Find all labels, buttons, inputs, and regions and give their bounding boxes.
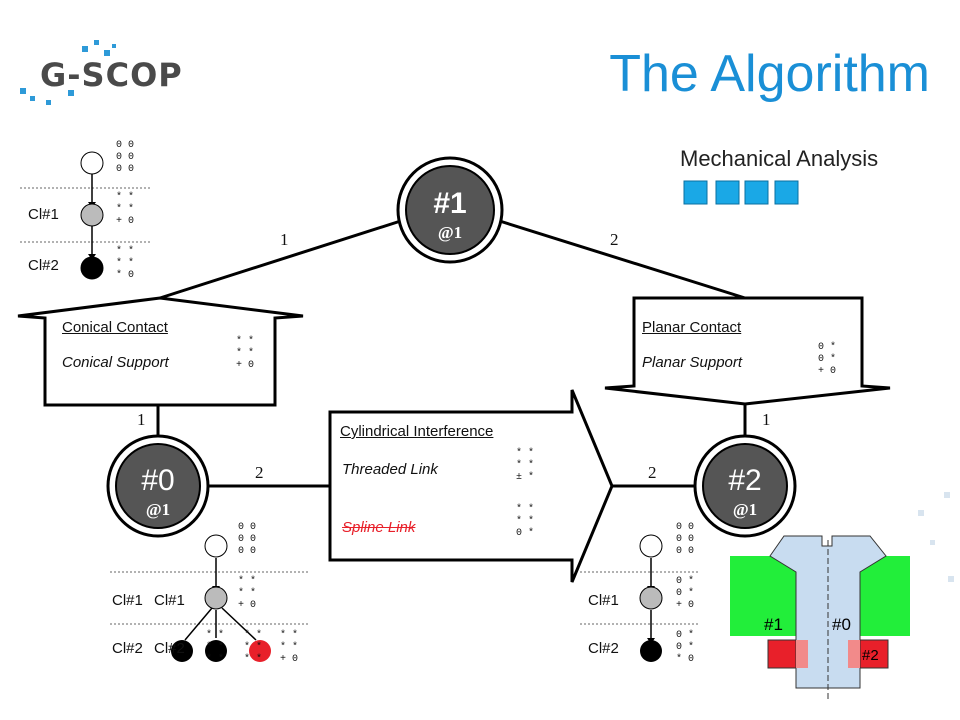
tree-bottom-left [110,534,310,662]
tree-matrix: * * * * * * [206,630,225,665]
analysis-square [683,180,708,205]
spline-link-label: Spline Link [342,519,416,536]
cl2-label: Cl#2 [112,640,143,657]
cl1-label: Cl#1 [28,206,59,223]
cl1-label: Cl#1 [588,592,619,609]
page-title: The Algorithm [609,45,930,103]
edge-n1-conical [159,216,411,300]
threaded-link-label: Threaded Link [342,461,438,478]
edge-number: 2 [648,463,657,482]
edge-number: 2 [610,230,619,249]
tree-matrix: * * * * + 0 [238,576,257,611]
part-label-0: #0 [832,615,851,634]
node-2[interactable] [693,434,797,538]
tree-bottom-right [580,534,700,662]
node-0[interactable] [106,434,210,538]
logo: G-SCOP [40,56,183,94]
part-label-2: #2 [862,647,879,664]
tree-matrix: * * * * + 0 [280,630,299,665]
tree-matrix: * * * * * * [244,630,263,665]
cl1-label: Cl#1 [154,592,185,609]
planar-contact-box [604,296,891,406]
cylindrical-interference-title: Cylindrical Interference [340,423,494,440]
tree-matrix: * * * * * 0 [116,246,135,281]
conical-matrix: * * * * + 0 [236,336,255,371]
node-1-label: #1 [433,187,467,220]
tree-matrix: 0 0 0 0 0 0 [116,140,135,175]
tree-matrix: * * * * + 0 [116,192,135,227]
conical-contact-box [17,296,304,407]
part-label-1: #1 [764,615,783,634]
edge-number: 1 [762,410,771,429]
cl1-label: Cl#1 [112,592,143,609]
analysis-square [744,180,769,205]
mechanical-analysis-label: Mechanical Analysis [680,146,879,171]
planar-matrix: 0 * 0 * + 0 [818,342,837,377]
edge-number: 1 [137,410,146,429]
conical-support-label: Conical Support [62,354,169,371]
node-1[interactable] [396,156,504,264]
cl2-label: Cl#2 [588,640,619,657]
planar-contact-title: Planar Contact [642,319,742,336]
analysis-square [715,180,740,205]
conical-contact-title: Conical Contact [62,319,168,336]
edge-number: 1 [280,230,289,249]
cylindrical-interference-box [328,389,614,583]
logo-dots [20,40,116,105]
tree-top-left [20,151,150,280]
tree-matrix: 0 * 0 * + 0 [676,576,695,611]
analysis-square [774,180,799,205]
threaded-matrix: * * * * ± * [516,448,535,483]
part-cross-section [730,535,910,700]
decoration-dots [918,492,954,582]
node-2-sub: @1 [732,500,758,519]
node-1-sub: @1 [437,223,463,242]
edge-number: 2 [255,463,264,482]
node-0-sub: @1 [145,500,171,519]
tree-matrix: 0 * 0 * * 0 [676,630,695,665]
spline-matrix: * * * * 0 * [516,504,535,539]
cl2-label: Cl#2 [28,257,59,274]
planar-support-label: Planar Support [642,354,743,371]
node-0-label: #0 [141,464,175,497]
tree-matrix: 0 0 0 0 0 0 [676,522,695,557]
edge-n1-planar [489,216,746,300]
node-2-label: #2 [728,464,762,497]
cl2-label: Cl#2 [154,640,185,657]
tree-matrix: 0 0 0 0 0 0 [238,522,257,557]
